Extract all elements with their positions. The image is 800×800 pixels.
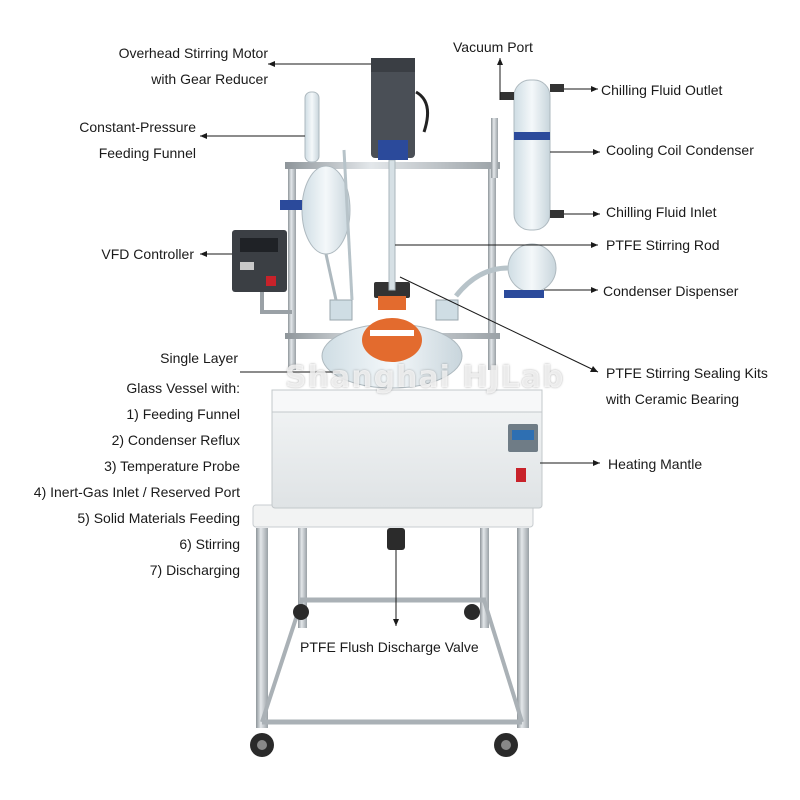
label-condenser: Cooling Coil Condenser xyxy=(606,142,754,158)
vessel-port-item: 2) Condenser Reflux xyxy=(111,432,240,448)
label-dispenser: Condenser Dispenser xyxy=(603,283,739,299)
watermark: Shanghai HJLab xyxy=(285,360,565,395)
label-vfd: VFD Controller xyxy=(101,246,194,262)
label-vessel-line1: Single Layer xyxy=(160,350,238,366)
vessel-port-item: 7) Discharging xyxy=(149,562,240,578)
vessel-port-list: Glass Vessel with: 1) Feeding Funnel 2) … xyxy=(34,375,240,583)
arrowheads xyxy=(200,58,600,626)
label-motor: Overhead Stirring Motor with Gear Reduce… xyxy=(119,44,268,88)
stirring-rod-shape xyxy=(388,159,396,291)
vfd-controller xyxy=(232,230,292,314)
label-stirring-rod: PTFE Stirring Rod xyxy=(606,237,720,253)
stand-frame xyxy=(252,504,534,728)
vessel-port-item: 6) Stirring xyxy=(179,536,240,552)
vessel-port-item: 4) Inert-Gas Inlet / Reserved Port xyxy=(33,484,240,500)
label-vessel: Single Layer xyxy=(160,349,238,367)
casters xyxy=(250,604,518,757)
label-motor-line2: with Gear Reducer xyxy=(151,71,268,87)
heating-mantle xyxy=(271,389,543,509)
label-mantle: Heating Mantle xyxy=(608,456,703,472)
label-sealing-line1: PTFE Stirring Sealing Kits xyxy=(606,365,768,381)
feeding-funnel xyxy=(280,91,354,301)
label-funnel-line2: Feeding Funnel xyxy=(98,145,196,161)
label-valve: PTFE Flush Discharge Valve xyxy=(300,639,479,655)
label-chill-outlet: Chilling Fluid Outlet xyxy=(601,82,723,98)
condenser xyxy=(454,79,564,298)
discharge-valve-shape xyxy=(387,528,405,550)
label-motor-line1: Overhead Stirring Motor xyxy=(118,45,268,61)
vessel-port-item: 3) Temperature Probe xyxy=(104,458,240,474)
label-vessel-line2: Glass Vessel with: xyxy=(126,380,240,396)
vessel-port-item: 1) Feeding Funnel xyxy=(126,406,240,422)
label-sealing-line2: with Ceramic Bearing xyxy=(606,391,740,407)
label-chill-inlet: Chilling Fluid Inlet xyxy=(606,204,717,220)
label-funnel: Constant-Pressure Feeding Funnel xyxy=(79,118,196,162)
label-vacuum-port: Vacuum Port xyxy=(453,39,533,55)
vessel-port-item: 5) Solid Materials Feeding xyxy=(77,510,240,526)
label-funnel-line1: Constant-Pressure xyxy=(79,119,196,135)
motor xyxy=(371,58,430,160)
label-sealing: PTFE Stirring Sealing Kits with Ceramic … xyxy=(606,364,768,408)
